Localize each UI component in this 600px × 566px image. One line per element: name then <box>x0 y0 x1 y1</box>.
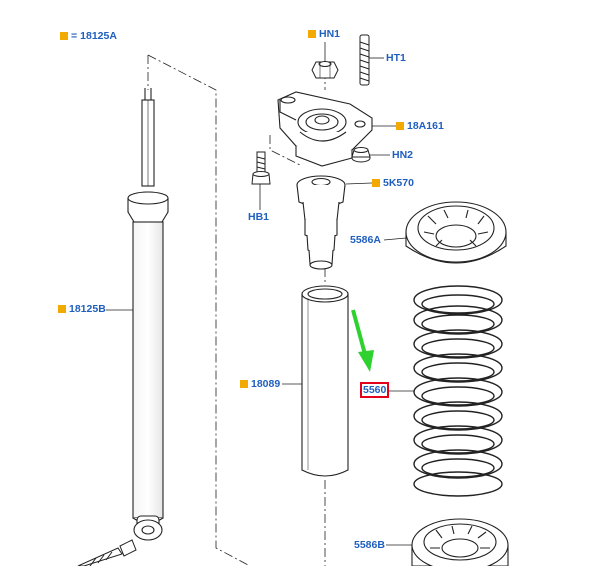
callout-marker <box>60 32 68 40</box>
callout-label: 18125B <box>69 303 106 315</box>
callout-HN2[interactable]: HN2 <box>392 149 413 161</box>
callout-label: 18A161 <box>407 120 444 132</box>
lower-bolt[interactable] <box>77 539 137 566</box>
callout-5586A[interactable]: 5586A <box>350 234 381 246</box>
stud[interactable] <box>359 34 370 86</box>
callout-18A161[interactable]: 18A161 <box>396 120 444 132</box>
callout-marker <box>372 179 380 187</box>
callout-HT1[interactable]: HT1 <box>386 52 406 64</box>
callout-label: 5K570 <box>383 177 414 189</box>
callout-label-highlighted: 5560 <box>359 382 390 398</box>
callout-HB1[interactable]: HB1 <box>248 211 269 223</box>
callout-label: HN1 <box>319 28 341 40</box>
shock-absorber[interactable] <box>127 88 169 541</box>
callout-label: HT1 <box>386 52 406 64</box>
upper-spring-seat[interactable] <box>405 201 507 264</box>
callout-label: 5586A <box>350 234 381 246</box>
callout-label: HB1 <box>248 211 270 223</box>
mount-bolt[interactable] <box>251 151 271 185</box>
callout-5K570[interactable]: 5K570 <box>372 177 414 189</box>
flange-nut[interactable] <box>351 147 371 163</box>
callout-label: 18125A <box>80 30 117 42</box>
callout-label: 5586B <box>354 539 385 551</box>
callout-HN1[interactable]: HN1 <box>308 28 340 40</box>
lower-spring-seat[interactable] <box>411 518 509 566</box>
leader-lines <box>106 42 414 546</box>
coil-spring[interactable] <box>413 285 503 497</box>
callout-marker <box>240 380 248 388</box>
callout-5586B[interactable]: 5586B <box>354 539 385 551</box>
callout-marker <box>58 305 66 313</box>
callout-label: HN2 <box>392 149 414 161</box>
callout-18089[interactable]: 18089 <box>240 378 280 390</box>
top-mount[interactable] <box>277 91 373 167</box>
bump-stop[interactable] <box>296 175 346 270</box>
callout-label: 18089 <box>251 378 281 390</box>
dust-cover[interactable] <box>301 285 349 477</box>
callout-marker <box>396 122 404 130</box>
top-nut[interactable] <box>311 61 339 79</box>
callout-18125B[interactable]: 18125B <box>58 303 106 315</box>
callout-5560[interactable]: 5560 <box>359 382 390 398</box>
callout-equals: = <box>71 30 78 42</box>
callout-marker <box>308 30 316 38</box>
green-arrow <box>351 309 374 372</box>
callout-18125A[interactable]: = 18125A <box>60 30 117 42</box>
